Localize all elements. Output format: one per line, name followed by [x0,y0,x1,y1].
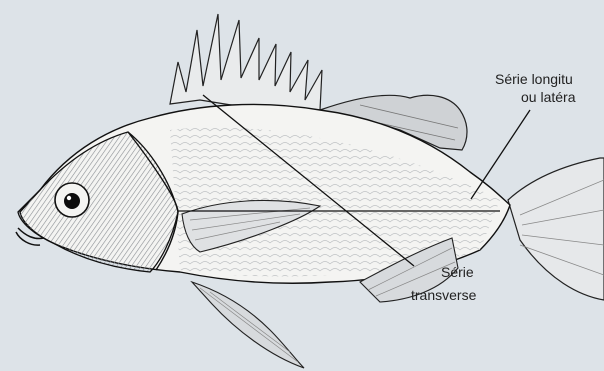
dorsal-fin [170,14,322,118]
transverse-series-label: Série [441,264,474,280]
longitudinal-series-sublabel: ou latéra [521,89,575,105]
caudal-fin [508,158,604,300]
longitudinal-series-label: Série longitu [495,71,573,87]
longitudinal-leader-line [471,110,530,199]
transverse-series-sublabel: transverse [411,287,476,303]
